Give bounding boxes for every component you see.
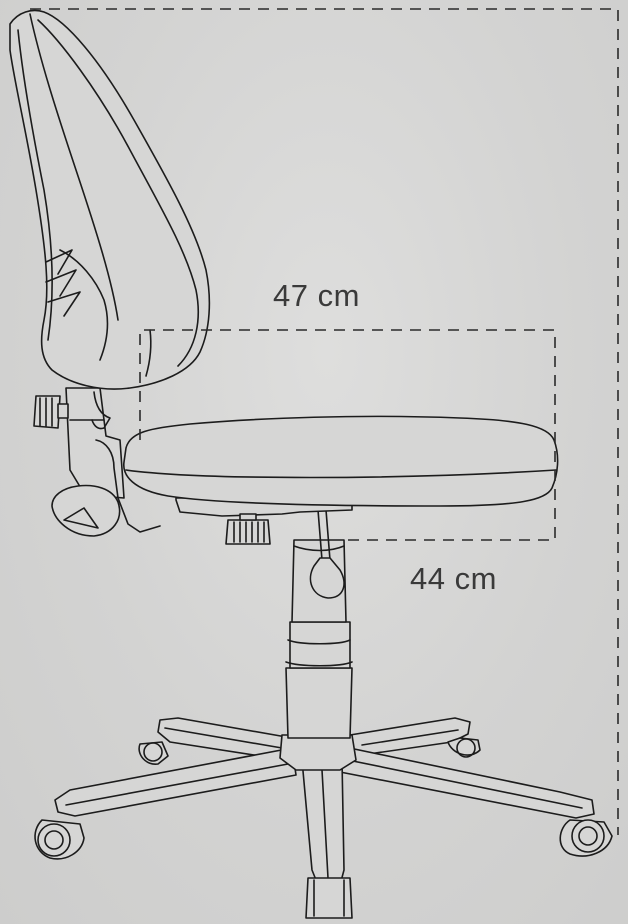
caster-back-right <box>447 737 481 758</box>
chair-base <box>54 717 595 886</box>
back-knob <box>33 395 61 429</box>
base-leg-left <box>54 747 297 817</box>
caster-right <box>559 819 613 857</box>
overall-height-dashed-line <box>30 8 619 835</box>
seat-cushion <box>123 415 559 507</box>
base-hub <box>279 734 357 771</box>
caster-front <box>305 877 353 919</box>
backrest-support <box>33 387 161 537</box>
caster-left <box>34 819 85 860</box>
seat-width-label: 47 cm <box>273 278 360 313</box>
casters <box>34 737 613 919</box>
height-lever <box>309 509 345 599</box>
backrest-shell <box>9 9 211 390</box>
caster-back-left <box>138 741 169 765</box>
seat <box>123 415 559 545</box>
backrest <box>9 9 211 390</box>
seat-dimension-dashed-box <box>139 329 556 541</box>
seat-depth-label: 44 cm <box>410 561 497 596</box>
